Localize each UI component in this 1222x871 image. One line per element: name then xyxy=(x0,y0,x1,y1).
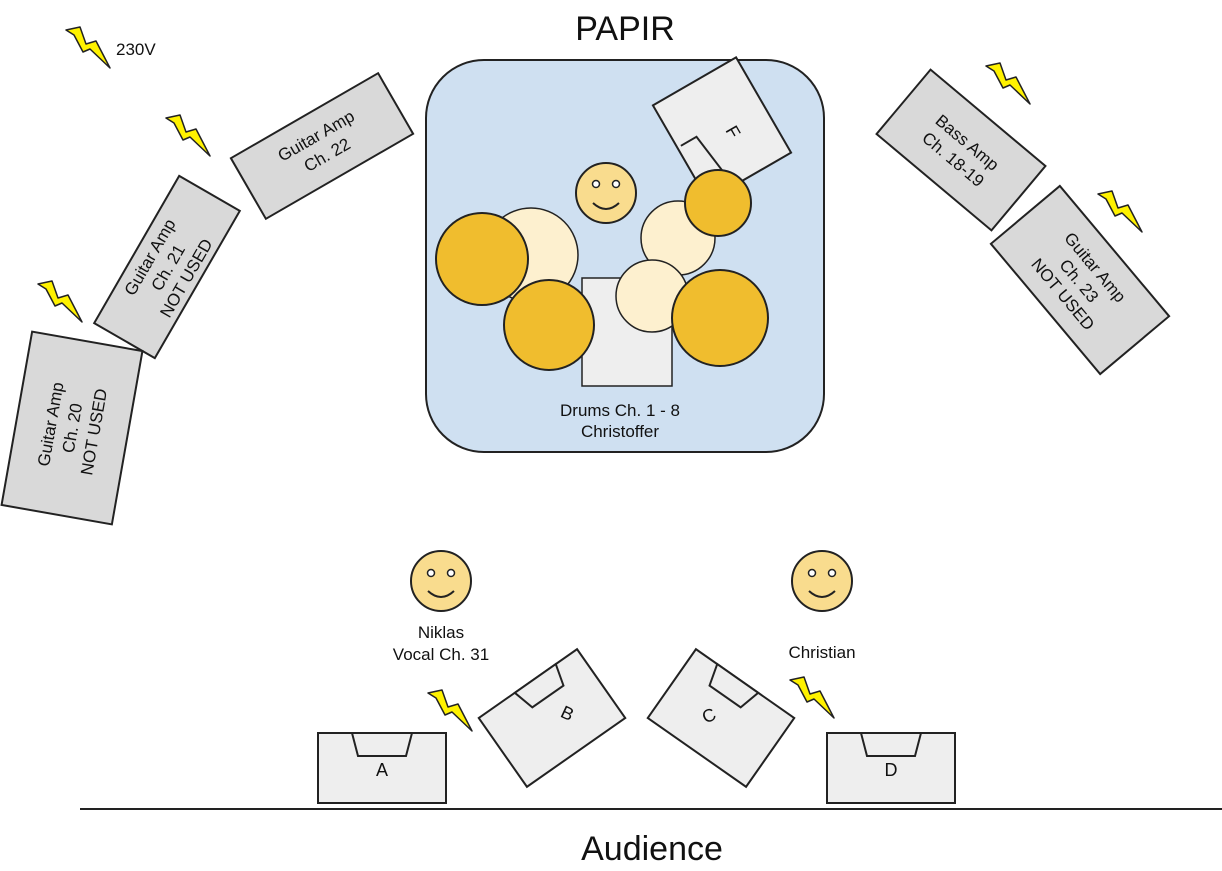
monitor-a-label: A xyxy=(376,760,388,780)
power-bolt-icon xyxy=(37,280,83,323)
christian-name: Christian xyxy=(788,643,855,662)
power-legend: 230V xyxy=(65,26,156,69)
audience-label: Audience xyxy=(581,830,723,868)
niklas-name: Niklas xyxy=(418,623,464,642)
power-bolt-icon xyxy=(427,689,473,732)
power-bolt-icon xyxy=(985,62,1031,105)
niklas-face-icon xyxy=(410,550,472,612)
cymbal-hihat xyxy=(503,279,595,371)
monitor-f-box xyxy=(651,56,793,202)
monitor-d: D xyxy=(826,732,956,804)
cymbal-left xyxy=(435,212,529,306)
power-bolt-icon xyxy=(1097,190,1143,233)
drums-label: Drums Ch. 1 - 8 xyxy=(560,401,680,420)
amp-guitar-21: Guitar Amp Ch. 21 NOT USED xyxy=(92,174,242,360)
monitor-a: A xyxy=(317,732,447,804)
monitor-c: C xyxy=(646,647,796,789)
niklas-role: Vocal Ch. 31 xyxy=(393,645,489,664)
drummer-face xyxy=(575,162,637,224)
cymbal-right xyxy=(671,269,769,367)
monitor-f: F xyxy=(651,56,793,202)
amp-guitar-20: Guitar Amp Ch. 20 NOT USED xyxy=(0,330,144,526)
amp-guitar-22: Guitar Amp Ch. 22 xyxy=(229,71,415,221)
drummer-name: Christoffer xyxy=(581,422,659,441)
amp-guitar-20-box xyxy=(0,330,144,526)
cymbal-top-right xyxy=(684,169,752,237)
drum-riser: F Drums Ch. 1 - 8 Christoffer xyxy=(425,56,825,453)
christian-face-icon xyxy=(791,550,853,612)
amp-guitar-23: Guitar Amp Ch. 23 NOT USED xyxy=(989,184,1171,376)
monitor-d-box xyxy=(826,732,956,804)
amp-bass: Bass Amp Ch. 18-19 xyxy=(875,68,1047,232)
person-niklas: Niklas Vocal Ch. 31 xyxy=(393,550,489,664)
amp-guitar-21-box xyxy=(92,174,242,360)
amp-guitar-23-box xyxy=(989,184,1171,376)
person-christian: Christian xyxy=(788,550,856,662)
drummer-face-icon xyxy=(575,162,637,224)
power-bolt-icon xyxy=(789,676,835,719)
monitor-b: B xyxy=(477,647,627,789)
monitor-d-label: D xyxy=(885,760,898,780)
amp-bass-box xyxy=(875,68,1047,232)
power-label: 230V xyxy=(116,40,156,59)
stage-title: PAPIR xyxy=(575,10,675,48)
amp-guitar-22-box xyxy=(229,71,415,221)
power-bolt-icon xyxy=(165,114,211,157)
power-bolt-icon xyxy=(65,26,111,69)
